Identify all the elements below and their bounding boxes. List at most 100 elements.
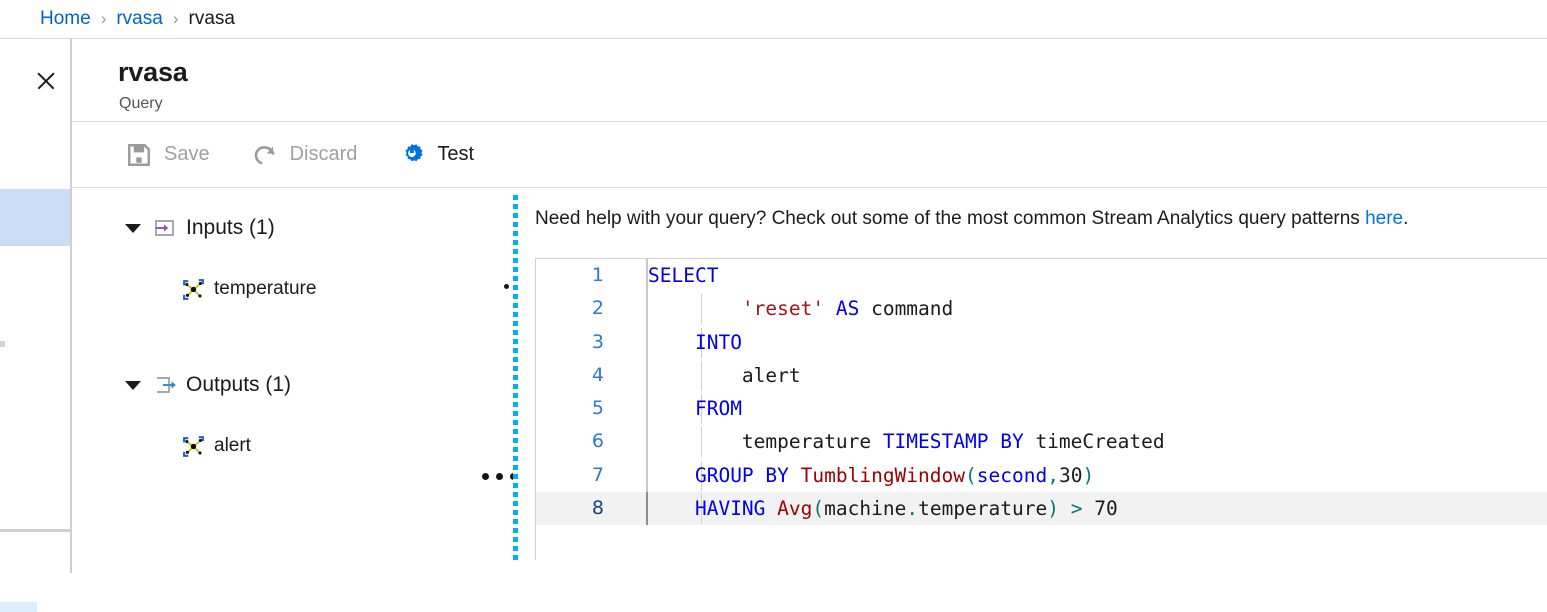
code-token: ( xyxy=(812,497,825,521)
ellipsis-icon xyxy=(495,472,503,480)
rail-secondary-selection[interactable] xyxy=(0,602,37,612)
rail-selected-item[interactable] xyxy=(0,189,72,246)
indent-guide xyxy=(701,360,702,391)
caret-down-icon[interactable] xyxy=(125,223,141,233)
splitter-dot-icon xyxy=(504,284,509,289)
code-text: HAVING Avg(machine.temperature) > 70 xyxy=(648,492,1118,525)
code-line[interactable]: 2 'reset' AS command xyxy=(536,292,1547,326)
code-token: FROM xyxy=(694,397,742,421)
input-arrow-icon xyxy=(155,220,174,236)
gutter-divider xyxy=(646,358,648,393)
bottom-filler xyxy=(73,560,1547,573)
code-line[interactable]: 8 HAVING Avg(machine.temperature) > 70 xyxy=(536,492,1547,526)
code-token: ) xyxy=(1082,463,1095,487)
code-token xyxy=(1082,497,1094,520)
output-arrow-icon xyxy=(157,377,176,393)
test-button[interactable]: Test xyxy=(389,134,484,176)
code-token: second xyxy=(976,463,1048,487)
code-token xyxy=(648,331,695,354)
code-token xyxy=(648,497,695,520)
code-text: alert xyxy=(648,359,801,392)
code-line[interactable]: 4 alert xyxy=(536,358,1547,393)
close-blade-button[interactable] xyxy=(29,64,63,98)
save-button[interactable]: Save xyxy=(116,134,220,176)
blade-header: rvasa Query xyxy=(72,39,1547,122)
query-help-prefix: Need help with your query? Check out som… xyxy=(535,208,1366,229)
discard-icon xyxy=(254,145,275,164)
indent-guide xyxy=(701,427,702,458)
code-token: GROUP BY xyxy=(694,463,789,487)
code-token: temperature xyxy=(648,430,883,454)
code-text: FROM xyxy=(648,392,742,425)
stream-node-icon xyxy=(183,435,204,457)
code-token: , xyxy=(1047,463,1059,487)
indent-guide xyxy=(701,327,702,358)
line-number: 5 xyxy=(591,397,604,420)
breadcrumb: Home › rvasa › rvasa xyxy=(0,0,1547,39)
code-token: TIMESTAMP BY xyxy=(882,430,1024,454)
line-number: 7 xyxy=(591,463,604,486)
code-line[interactable]: 6 temperature TIMESTAMP BY timeCreated xyxy=(536,425,1547,459)
tree-item-temperature[interactable]: temperature xyxy=(181,275,316,303)
ellipsis-icon xyxy=(509,472,513,480)
code-line[interactable]: 5 FROM xyxy=(536,392,1547,426)
code-token: AS xyxy=(835,297,860,321)
tree-group-outputs-label: Outputs (1) xyxy=(186,373,292,396)
query-patterns-link[interactable]: here xyxy=(1365,208,1404,229)
code-token xyxy=(824,297,836,320)
code-line[interactable]: 7 GROUP BY TumblingWindow(second,30) xyxy=(536,458,1547,493)
indent-guide xyxy=(701,494,702,525)
code-token xyxy=(648,297,742,320)
tree-item-temperature-label: temperature xyxy=(214,278,317,299)
save-icon xyxy=(128,143,150,166)
gutter-divider xyxy=(646,259,648,293)
code-token: . xyxy=(906,497,919,521)
code-token: TumblingWindow xyxy=(800,463,966,487)
code-token xyxy=(648,464,695,487)
breadcrumb-item-current: rvasa xyxy=(188,8,235,29)
line-number: 6 xyxy=(591,430,604,453)
code-token: machine xyxy=(824,497,907,521)
left-navigation-rail xyxy=(0,39,72,612)
context-menu-button[interactable] xyxy=(477,463,513,489)
code-token xyxy=(789,464,801,487)
line-number: 4 xyxy=(591,363,604,386)
discard-button[interactable]: Discard xyxy=(242,134,368,176)
rail-divider xyxy=(0,529,72,532)
code-token xyxy=(1059,497,1071,520)
page-title: rvasa xyxy=(118,57,188,87)
code-token: 70 xyxy=(1094,497,1118,521)
breadcrumb-item-rvasa-job[interactable]: rvasa xyxy=(116,8,163,29)
gutter-divider xyxy=(646,292,648,326)
rail-edge-divider xyxy=(70,39,72,573)
breadcrumb-separator-icon: › xyxy=(100,9,107,28)
query-editor-pane: Need help with your query? Check out som… xyxy=(521,188,1547,573)
tree-item-alert-label: alert xyxy=(214,435,251,456)
close-icon xyxy=(35,70,57,92)
caret-down-icon[interactable] xyxy=(125,380,141,390)
line-number: 2 xyxy=(591,297,604,320)
page-subtitle: Query xyxy=(119,95,163,112)
code-token: 30 xyxy=(1058,463,1083,487)
code-line[interactable]: 3 INTO xyxy=(536,325,1547,359)
command-bar: Save Discard Test xyxy=(72,122,1547,188)
query-help-text: Need help with your query? Check out som… xyxy=(535,208,1408,230)
query-help-suffix: . xyxy=(1403,208,1409,229)
azure-query-blade: Home › rvasa › rvasa rvasa Query Sa xyxy=(0,0,1547,573)
save-button-label: Save xyxy=(164,143,210,165)
tree-item-alert[interactable]: alert xyxy=(181,432,251,460)
tree-group-inputs-label: Inputs (1) xyxy=(186,216,275,239)
line-number: 8 xyxy=(591,497,604,520)
ellipsis-icon xyxy=(481,472,489,480)
code-text: GROUP BY TumblingWindow(second,30) xyxy=(648,459,1094,492)
panel-resize-handle[interactable] xyxy=(513,195,518,573)
code-token: alert xyxy=(648,363,801,387)
breadcrumb-item-home[interactable]: Home xyxy=(40,8,91,29)
indent-guide xyxy=(701,394,702,425)
tree-group-outputs[interactable]: Outputs (1) xyxy=(125,370,291,400)
code-token xyxy=(648,397,695,420)
tree-group-inputs[interactable]: Inputs (1) xyxy=(125,213,275,243)
